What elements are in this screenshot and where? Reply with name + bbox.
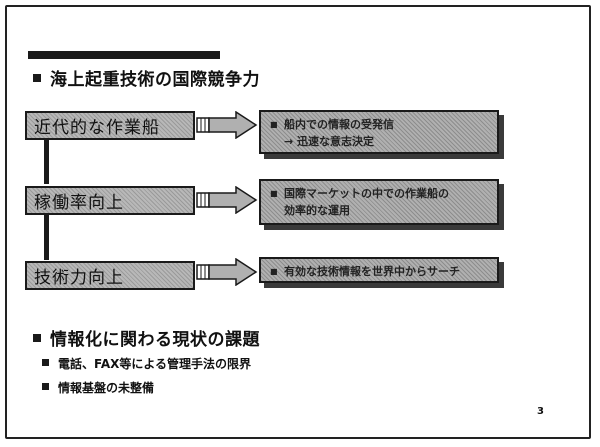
bullet-icon: ■: [270, 267, 278, 276]
row-detail-box: ■ 国際マーケットの中での作業船の 効率的な運用: [259, 179, 499, 225]
connector-line: [44, 213, 49, 260]
row-detail-text: 国際マーケットの中での作業船の: [284, 187, 449, 200]
row-label-box: 技術力向上: [25, 261, 195, 290]
title-rule: [28, 51, 220, 59]
section1-heading: 海上起重技術の国際競争力: [50, 70, 260, 90]
bullet-square: [33, 74, 41, 82]
arrow-right-icon: [196, 258, 258, 286]
arrow-right-icon: [196, 186, 258, 214]
connector-line: [44, 138, 49, 184]
row-detail-box: ■ 有効な技術情報を世界中からサーチ: [259, 257, 499, 283]
row-label-box: 近代的な作業船: [25, 111, 195, 140]
section2-heading: 情報化に関わる現状の課題: [50, 330, 260, 350]
row-label-box: 稼働率向上: [25, 186, 195, 215]
bullet-square: [33, 334, 41, 342]
arrow-right-icon: [196, 111, 258, 139]
bullet-square: [42, 359, 49, 366]
bullet-square: [42, 383, 49, 390]
row-label: 近代的な作業船: [34, 118, 160, 138]
list-item: 情報基盤の未整備: [58, 381, 155, 395]
bullet-icon: ■: [270, 189, 278, 198]
row-label: 技術力向上: [34, 268, 124, 288]
row-detail-text: → 迅速な意志決定: [284, 135, 375, 148]
page-number: 3: [537, 406, 544, 417]
bullet-icon: ■: [270, 120, 278, 129]
row-detail-text: 有効な技術情報を世界中からサーチ: [284, 265, 460, 278]
row-label: 稼働率向上: [34, 193, 124, 213]
row-detail-text: 船内での情報の受発信: [284, 118, 394, 131]
row-detail-box: ■ 船内での情報の受発信 → 迅速な意志決定: [259, 110, 499, 154]
row-detail-text: 効率的な運用: [284, 204, 350, 217]
list-item: 電話、FAX等による管理手法の限界: [58, 357, 252, 371]
